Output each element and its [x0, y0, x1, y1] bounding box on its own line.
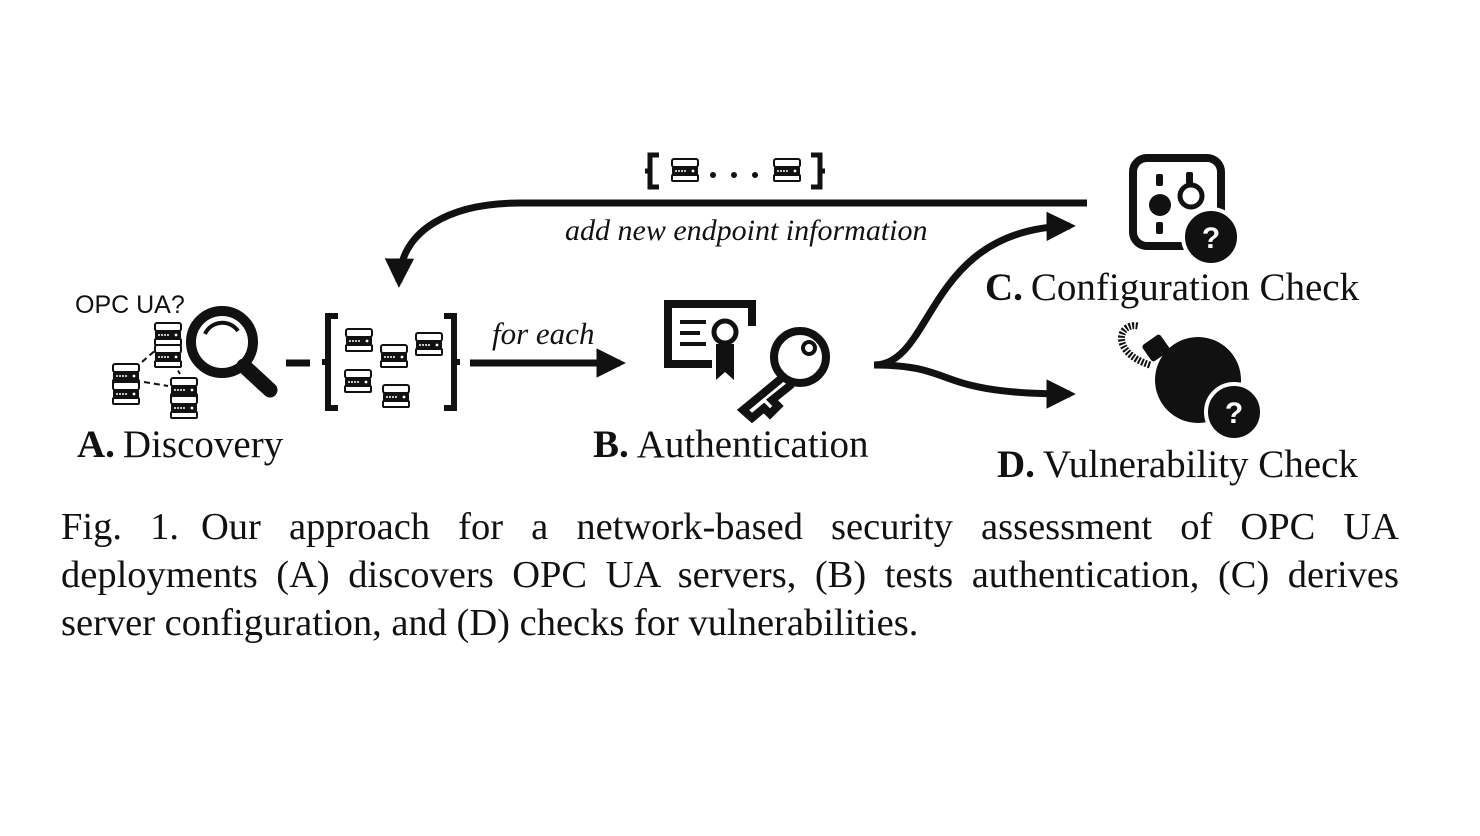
config-panel-question-icon: ? — [1129, 154, 1241, 267]
server-icon — [380, 344, 408, 368]
stage-b-label: B.Authentication — [593, 423, 869, 466]
server-icon — [112, 381, 140, 405]
figure-caption: Fig. 1.Our approach for a network-based … — [61, 503, 1399, 647]
stage-d-label: D.Vulnerability Check — [997, 443, 1358, 486]
stage-c-letter: C. — [985, 266, 1023, 309]
discovery-icon: OPC UA? — [75, 291, 278, 419]
server-icon — [170, 395, 198, 419]
caption-text: Our approach for a network-based securit… — [61, 506, 1399, 644]
stage-c-label: C.Configuration Check — [985, 266, 1360, 309]
stage-b-name: Authentication — [637, 423, 869, 466]
server-icon — [671, 158, 699, 182]
server-icon — [154, 344, 182, 368]
to-vulnerability-arrow — [873, 361, 1076, 409]
question-mark-icon: ? — [1202, 222, 1220, 255]
to-configuration-arrow — [873, 211, 1076, 369]
stage-a-letter: A. — [77, 423, 115, 466]
server-icon — [415, 332, 443, 356]
for-each-label: for each — [492, 316, 594, 351]
stage-d-name: Vulnerability Check — [1043, 443, 1358, 486]
server-icon — [773, 158, 801, 182]
feedback-arrow — [384, 199, 1087, 288]
server-icon — [345, 328, 373, 352]
certificate-key-icon — [664, 300, 830, 424]
opc-ua-query-label: OPC UA? — [75, 291, 185, 319]
server-icon — [154, 322, 182, 346]
question-mark-icon: ? — [1225, 397, 1243, 430]
stage-a-label: A.Discovery — [77, 423, 284, 466]
figure-number: Fig. 1. — [61, 506, 179, 548]
bomb-question-icon: ? — [1118, 322, 1264, 442]
server-set-icon — [322, 313, 460, 411]
add-new-endpoint-label: add new endpoint information — [565, 214, 928, 247]
stage-c-name: Configuration Check — [1031, 266, 1360, 309]
endpoint-set-icon — [645, 152, 825, 190]
magnifier-icon — [186, 306, 278, 398]
stage-b-letter: B. — [593, 423, 629, 466]
stage-d-letter: D. — [997, 443, 1035, 486]
stage-a-name: Discovery — [123, 423, 284, 466]
server-icon — [382, 384, 410, 408]
server-icon — [344, 369, 372, 393]
